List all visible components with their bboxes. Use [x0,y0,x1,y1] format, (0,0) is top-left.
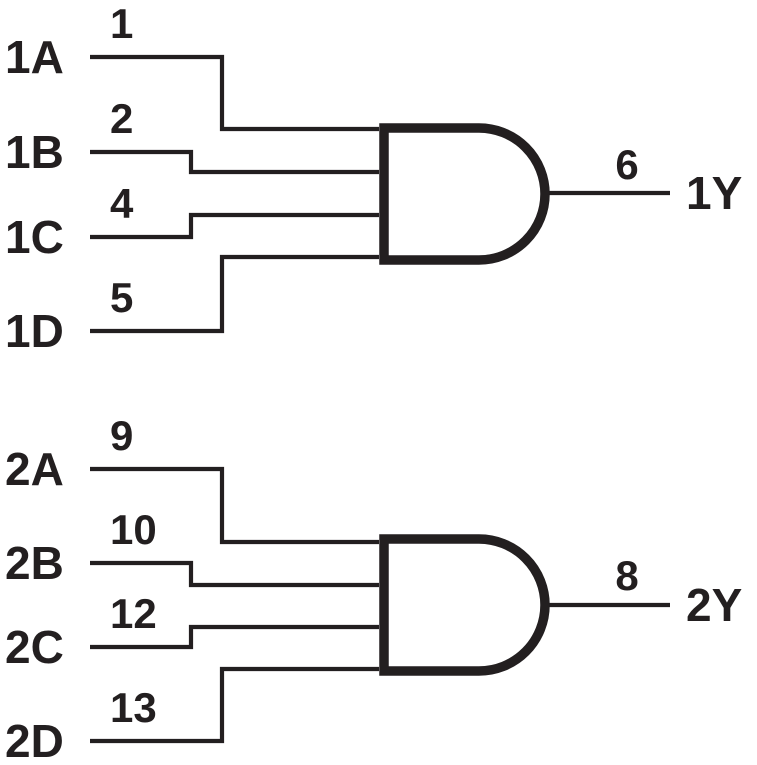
gate2-input-a-wire [90,466,379,545]
gate1-and-gate-symbol [379,123,550,265]
gate1-input-d-label: 1D [5,305,64,357]
gate2-group: 2A 2B 2C 2D 9 10 12 13 8 2Y [5,412,742,765]
gate2-input-b-pin-number: 10 [110,506,157,553]
gate1-input-b-pin-number: 2 [110,95,133,142]
gate2-input-a-pin-number: 9 [110,412,133,459]
gate2-input-d-wire [90,666,379,744]
gate2-input-d-pin-number: 13 [110,684,157,731]
gate1-input-d-pin-number: 5 [110,274,133,321]
gate2-output-label: 2Y [686,579,742,631]
gate1-input-a-wire [90,54,379,132]
gate2-output-pin-number: 8 [615,552,638,599]
gate1-input-c-label: 1C [5,211,64,263]
gate1-group: 1A 1B 1C 1D 1 2 4 5 6 1Y [5,0,742,357]
gate1-output-label: 1Y [686,167,742,219]
gate1-input-b-label: 1B [5,126,64,178]
gate2-input-c-label: 2C [5,621,64,673]
gate1-input-c-pin-number: 4 [110,180,134,227]
gate2-input-a-label: 2A [5,443,64,495]
gate1-input-c-wire [90,212,379,240]
gate2-input-b-label: 2B [5,537,64,589]
gate1-input-b-wire [90,149,379,175]
gate2-input-d-label: 2D [5,715,64,765]
gate2-input-c-pin-number: 12 [110,590,157,637]
gate2-input-b-wire [90,560,379,588]
gate1-input-d-wire [90,254,379,334]
gate2-and-gate-symbol [379,534,550,676]
gate1-input-a-label: 1A [5,31,64,83]
gate1-input-a-pin-number: 1 [110,0,133,47]
gate2-input-c-wire [90,624,379,650]
gate1-output-pin-number: 6 [615,141,638,188]
